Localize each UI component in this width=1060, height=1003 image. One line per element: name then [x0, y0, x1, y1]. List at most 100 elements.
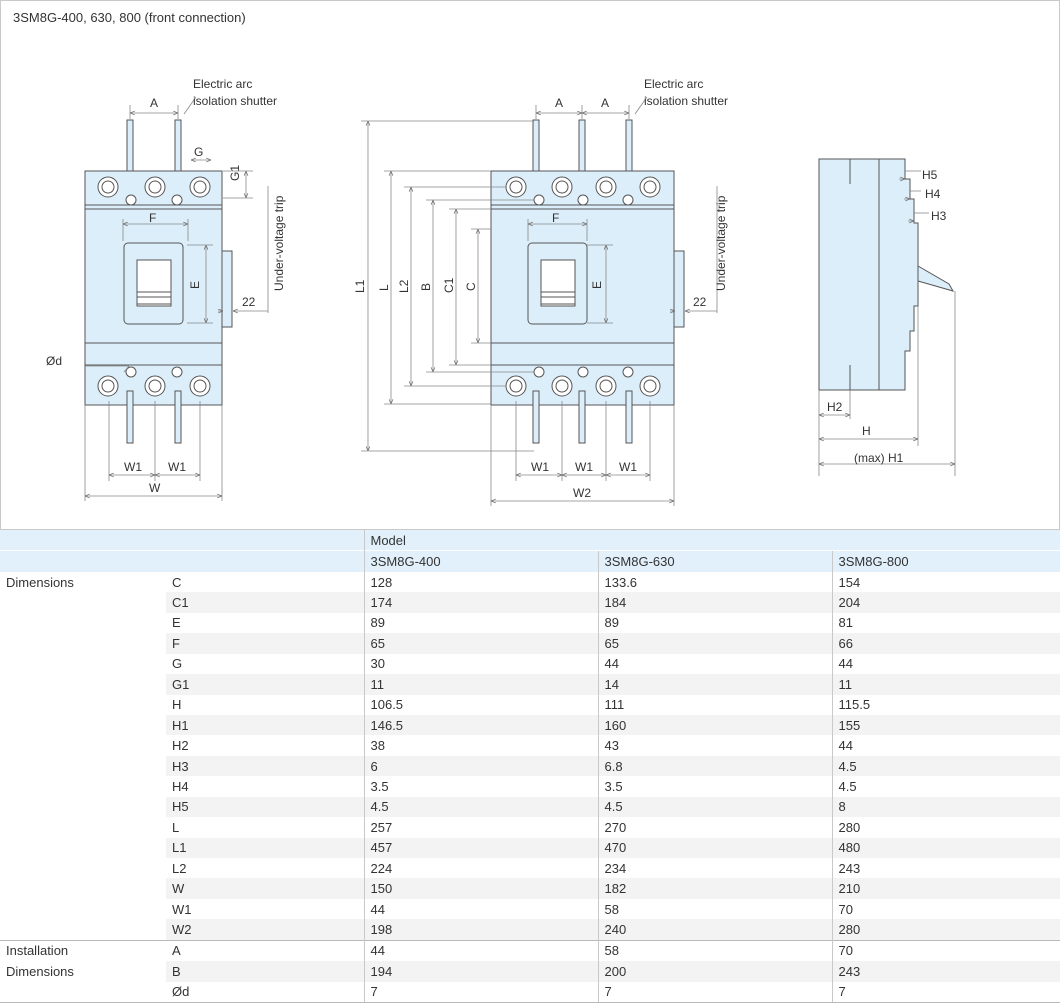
- dimension-value: 81: [831, 612, 1060, 634]
- dimension-value: 115.5: [831, 694, 1060, 715]
- label-22-left: 22: [242, 295, 256, 309]
- dimension-value: 198: [363, 919, 598, 941]
- dimension-name: H1: [166, 714, 364, 736]
- dimension-value: 184: [597, 592, 832, 613]
- dimension-value: 194: [363, 961, 598, 982]
- model-name: 3SM8G-400: [363, 550, 598, 572]
- group-label: [0, 858, 166, 878]
- dimension-value: 66: [831, 633, 1060, 654]
- dimension-name: G: [172, 656, 183, 672]
- model-name: 3SM8G-630: [597, 550, 832, 572]
- dimension-value: 224: [363, 858, 598, 879]
- dimension-name: H5: [166, 796, 364, 818]
- dimension-value: 257: [363, 817, 598, 838]
- label-W1-mid-1: W1: [531, 460, 549, 474]
- label-W1-left-2: W1: [168, 460, 186, 474]
- front-view-3-pole-labels: A Electric arc isolation shutter G G1 Un…: [46, 77, 286, 495]
- dimension-name: L2: [172, 860, 187, 876]
- label-L1: L1: [353, 279, 367, 293]
- dimension-value: 70: [831, 898, 1060, 920]
- label-C1: C1: [442, 277, 456, 293]
- dimension-value: 7: [831, 981, 1060, 1003]
- dimension-value: 4.5: [363, 796, 598, 818]
- dimension-value: 44: [831, 735, 1060, 756]
- dimension-value: 280: [831, 817, 1060, 838]
- dimension-value: 111: [597, 694, 832, 715]
- dimension-value: 470: [597, 837, 832, 858]
- dimension-name: L1: [166, 837, 364, 858]
- dimension-value: 234: [597, 858, 832, 879]
- group-label: [0, 756, 166, 776]
- side-view: [818, 158, 955, 391]
- dimension-value: 11: [363, 674, 598, 695]
- dimension-value: 4.5: [831, 776, 1060, 797]
- group-label: Dimensions: [6, 963, 74, 979]
- group-label: [0, 776, 166, 796]
- group-label: [0, 592, 166, 612]
- label-arc-shutter-mid-2: isolation shutter: [644, 94, 728, 108]
- group-label: [0, 735, 166, 755]
- dimension-value: 44: [831, 653, 1060, 675]
- label-H3: H3: [931, 209, 947, 223]
- page-title: 3SM8G-400, 630, 800 (front connection): [13, 10, 246, 25]
- label-22-mid: 22: [693, 295, 707, 309]
- label-W: W: [149, 481, 161, 495]
- group-label: [0, 838, 166, 858]
- dimension-drawing: A Electric arc isolation shutter G G1 Un…: [46, 77, 956, 506]
- label-L: L: [377, 284, 391, 291]
- group-label: [0, 878, 166, 898]
- label-H: H: [862, 424, 871, 438]
- dimension-value: 128: [363, 571, 598, 593]
- dimension-name: C1: [166, 592, 364, 613]
- front-view-3-pole: [84, 119, 233, 444]
- dimension-value: 11: [831, 674, 1060, 695]
- label-W1-mid-3: W1: [619, 460, 637, 474]
- label-G1: G1: [228, 165, 242, 181]
- dimension-name: W2: [166, 919, 364, 941]
- group-label: Dimensions: [6, 574, 74, 590]
- dimension-name: C: [172, 574, 182, 590]
- dimension-value: 65: [597, 633, 832, 654]
- group-label: [0, 981, 166, 1003]
- group-label: [0, 919, 166, 940]
- group-label: [0, 674, 166, 694]
- label-L2: L2: [397, 279, 411, 293]
- dimension-value: 133.6: [597, 571, 832, 593]
- label-H1: (max) H1: [854, 451, 904, 465]
- model-header-row: Model: [0, 530, 1060, 551]
- dimension-name: H4: [172, 778, 189, 794]
- dimension-value: 270: [597, 817, 832, 838]
- group-label: [0, 633, 166, 653]
- label-H2: H2: [827, 400, 843, 414]
- dimension-value: 210: [831, 878, 1060, 899]
- dimension-value: 6: [363, 755, 598, 777]
- dimension-value: 44: [363, 898, 598, 920]
- dimension-name: A: [166, 939, 364, 962]
- label-C: C: [464, 282, 478, 291]
- group-label: [0, 695, 166, 715]
- dimension-value: 146.5: [363, 714, 598, 736]
- label-A-left: A: [150, 96, 158, 110]
- side-view-labels: H5 H4 H3 H2 H (max) H1: [827, 168, 947, 465]
- dimension-name: W1: [172, 901, 192, 917]
- label-F-mid: F: [552, 211, 559, 225]
- dimension-value: 4.5: [597, 796, 832, 818]
- label-E-left: E: [188, 281, 202, 289]
- dimension-value: 7: [363, 981, 598, 1003]
- label-B: B: [419, 283, 433, 291]
- dimension-value: 44: [363, 939, 598, 962]
- group-label: [0, 797, 166, 817]
- label-undervoltage-left: Under-voltage trip: [272, 195, 286, 291]
- label-d: Ød: [46, 354, 62, 368]
